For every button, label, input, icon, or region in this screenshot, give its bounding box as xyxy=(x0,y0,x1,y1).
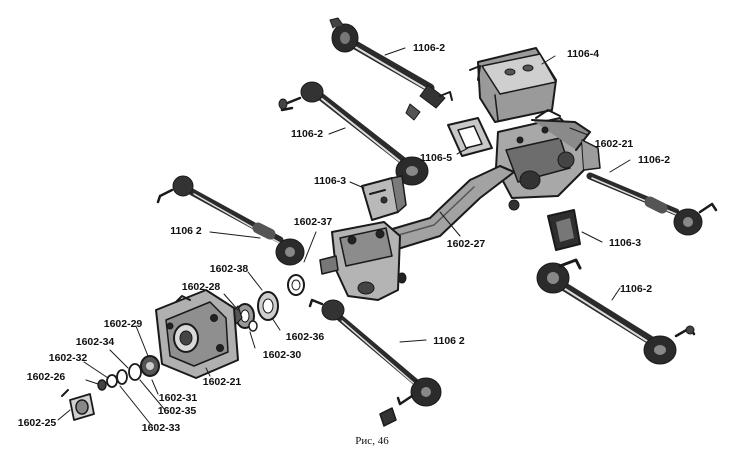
label-bushing: 1602-37 xyxy=(293,216,333,228)
label-gasket: 1106-5 xyxy=(419,152,453,164)
label-rod-upper-left: 1106-2 xyxy=(290,128,324,140)
label-bracket-left-small: 1106-3 xyxy=(313,175,347,187)
axle-beam xyxy=(381,165,520,253)
bracket-right-small xyxy=(547,209,581,251)
left-axle-housing xyxy=(319,221,407,301)
hub-and-washers xyxy=(231,291,279,332)
label-ring-32: 1602-32 xyxy=(48,352,88,364)
bracket-left-small xyxy=(361,175,407,221)
small-parts xyxy=(61,355,160,421)
label-nut-31: 1602-31 xyxy=(158,392,198,404)
figure-caption: Рис, 46 xyxy=(355,435,389,447)
label-washer-35: 1602-35 xyxy=(157,405,197,417)
label-bracket-top: 1106-4 xyxy=(566,48,600,60)
leader-lines xyxy=(57,47,631,427)
rod-right xyxy=(586,172,718,236)
gasket xyxy=(447,117,493,157)
label-axle-beam: 1602-27 xyxy=(446,238,486,250)
rod-upper-left xyxy=(278,81,429,186)
label-seal: 1602-29 xyxy=(103,318,143,330)
label-bracket-right-small: 1106-3 xyxy=(608,237,642,249)
housing-left xyxy=(155,289,239,379)
label-bolt: 1602-33 xyxy=(141,422,181,434)
label-washer-36: 1602-36 xyxy=(285,331,325,343)
label-cap: 1602-25 xyxy=(17,417,57,429)
label-rod-lower-right: 1106-2 xyxy=(619,283,653,295)
label-ring: 1602-38 xyxy=(209,263,249,275)
rod-top xyxy=(329,17,453,121)
label-rod-left: 1106 2 xyxy=(170,225,202,237)
bushing xyxy=(287,274,305,296)
label-washer-34: 1602-34 xyxy=(75,336,115,348)
rod-lower-right xyxy=(536,258,696,365)
label-bracket-right: 1602-21 xyxy=(594,138,634,150)
label-rod-top: 1106-2 xyxy=(412,42,446,54)
label-rod-lower-center: 1106 2 xyxy=(433,335,465,347)
label-nut-26: 1602-26 xyxy=(26,371,66,383)
bracket-right-assembly xyxy=(495,109,601,199)
rod-lower-center xyxy=(308,298,442,427)
label-washer-30: 1602-30 xyxy=(262,349,302,361)
label-hub: 1602-28 xyxy=(181,281,221,293)
rod-left xyxy=(156,175,305,266)
bracket-top xyxy=(469,47,557,123)
label-rod-right: 1106-2 xyxy=(637,154,671,166)
label-housing: 1602-21 xyxy=(202,376,242,388)
